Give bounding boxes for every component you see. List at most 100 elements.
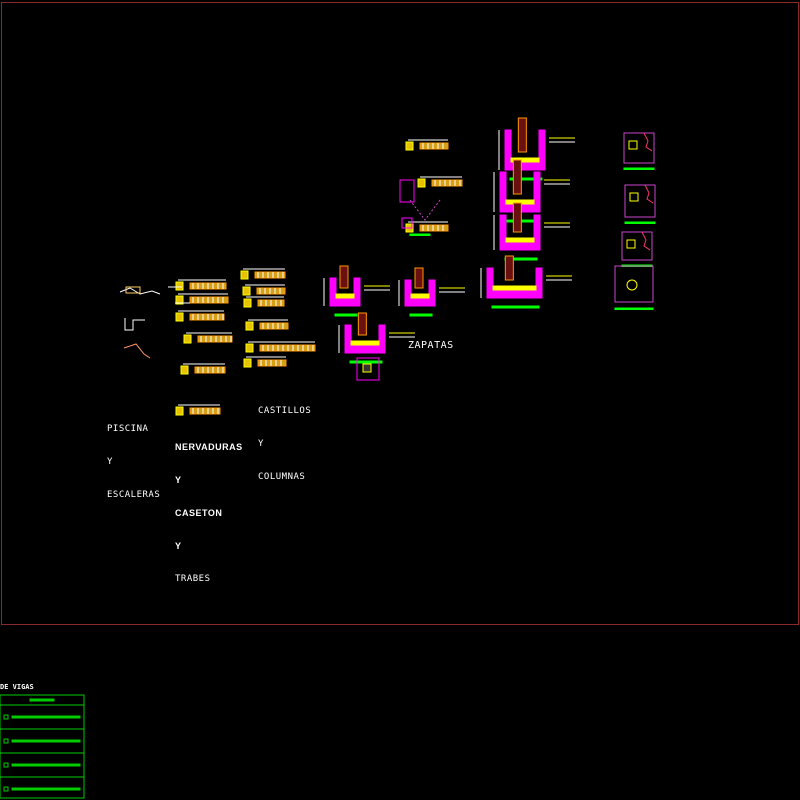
column-plan xyxy=(362,363,372,373)
label-zapatas: ZAPATAS xyxy=(408,318,454,373)
footing-section xyxy=(499,214,541,251)
detail-caption xyxy=(614,307,654,310)
label-line: CASTILLOS xyxy=(258,406,312,416)
footing-plan xyxy=(356,357,380,381)
beam-section xyxy=(419,224,449,232)
rebar xyxy=(492,285,537,291)
rebar xyxy=(335,293,355,299)
column-footing-plan xyxy=(623,132,655,164)
beam-end xyxy=(175,312,184,322)
beam-section xyxy=(189,296,229,304)
column-section xyxy=(401,217,413,229)
beam-section xyxy=(431,179,463,187)
label-castillos: CASTILLOS Y COLUMNAS xyxy=(258,384,311,505)
beam-section xyxy=(419,142,449,150)
beam-section xyxy=(194,366,226,374)
table-row-marker xyxy=(3,714,9,720)
pool-wall-detail xyxy=(124,318,145,331)
beam-end xyxy=(175,406,184,416)
detail-caption xyxy=(623,167,655,170)
detail-caption xyxy=(349,360,383,364)
beam-end xyxy=(245,343,254,353)
pile xyxy=(626,279,638,291)
label-line: ZAPATAS xyxy=(408,340,454,351)
label-piscina: PISCINA Y ESCALERAS xyxy=(107,402,160,523)
stair-detail xyxy=(119,287,161,295)
break-line xyxy=(644,184,654,204)
hatch xyxy=(409,199,441,221)
rebar xyxy=(410,293,430,299)
column-stub xyxy=(512,202,522,233)
column-stub xyxy=(517,117,527,153)
beam-end xyxy=(417,178,426,188)
detail-caption xyxy=(409,313,433,317)
beam-end xyxy=(243,298,252,308)
rebar xyxy=(350,340,380,346)
column-stub xyxy=(504,255,514,281)
beam-end xyxy=(183,334,192,344)
label-line: CASETON xyxy=(175,508,223,518)
beam-end xyxy=(180,365,189,375)
beam-end xyxy=(405,141,414,151)
column-footing-plan xyxy=(624,184,656,218)
stair-detail xyxy=(125,286,141,294)
column-footing-plan xyxy=(621,231,653,261)
table-row-marker xyxy=(3,738,9,744)
footing-section xyxy=(404,279,436,307)
table-header xyxy=(29,698,55,702)
break-line xyxy=(643,132,653,152)
label-line: NERVADURAS xyxy=(175,442,243,452)
footing-section xyxy=(486,267,543,299)
table-row-text xyxy=(11,787,81,791)
beam-end xyxy=(245,321,254,331)
label-line: PISCINA xyxy=(107,424,149,434)
label-line: Y xyxy=(107,457,113,467)
beam-section xyxy=(257,359,287,367)
table-row-text xyxy=(11,739,81,743)
beam-section xyxy=(259,322,289,330)
column-section xyxy=(399,179,415,203)
label-line: COLUMNAS xyxy=(258,472,306,482)
beam-end xyxy=(243,358,252,368)
footing-section xyxy=(329,277,361,307)
table-row-marker xyxy=(3,762,9,768)
beam-end xyxy=(175,281,184,291)
label-line: Y xyxy=(258,439,264,449)
rebar xyxy=(510,157,540,163)
detail-caption xyxy=(409,233,431,236)
beam-end xyxy=(242,286,251,296)
label-nervaduras: NERVADURAS Y CASETON Y TRABES xyxy=(175,420,243,607)
drawing-frame xyxy=(1,2,799,625)
detail-caption xyxy=(334,313,358,317)
stair-detail xyxy=(123,343,151,359)
label-line: TRABES xyxy=(175,574,211,584)
beam-end xyxy=(240,270,249,280)
schedule-table xyxy=(0,694,85,799)
beam-section xyxy=(189,407,221,415)
column-footing-plan xyxy=(614,265,654,303)
column xyxy=(628,140,638,150)
beam-section xyxy=(256,287,286,295)
label-line: Y xyxy=(175,541,182,551)
table-row-text xyxy=(11,715,81,719)
column-stub xyxy=(357,312,367,336)
break-line xyxy=(641,231,651,251)
column xyxy=(626,239,636,249)
column xyxy=(629,192,639,202)
beam-section xyxy=(197,335,233,343)
detail-caption xyxy=(509,177,543,181)
label-line: ESCALERAS xyxy=(107,490,161,500)
column-stub xyxy=(414,267,424,289)
rebar xyxy=(505,237,535,243)
detail-caption xyxy=(491,305,540,309)
footing-section xyxy=(344,324,386,354)
table-title: DE VIGAS xyxy=(0,683,34,691)
label-line: Y xyxy=(175,475,182,485)
column-stub xyxy=(339,265,349,289)
column-stub xyxy=(512,159,522,195)
beam-section xyxy=(254,271,286,279)
beam-end xyxy=(175,295,184,305)
beam-section xyxy=(189,313,225,321)
